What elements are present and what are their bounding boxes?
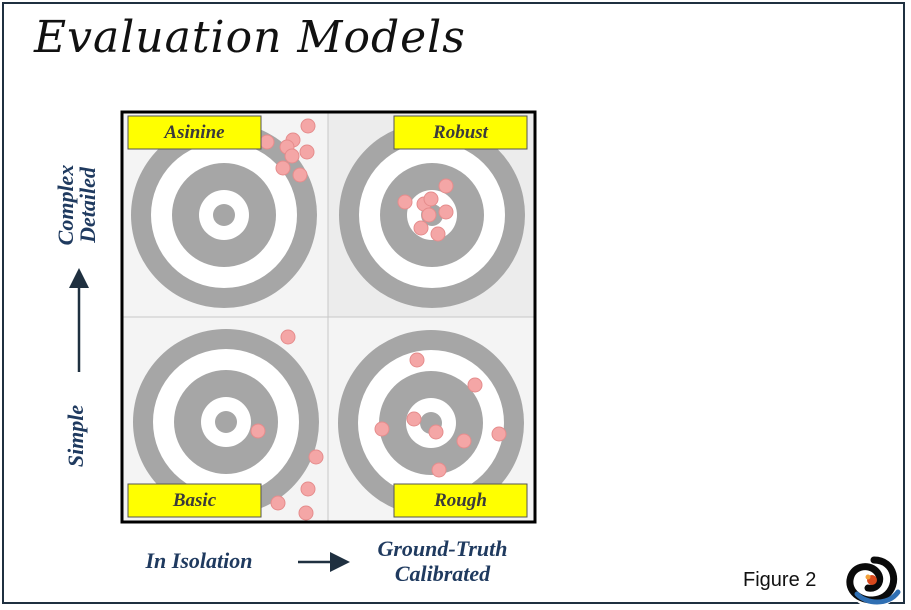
grid-border: [120, 110, 537, 524]
target-rough: [338, 330, 524, 516]
label-asinine: Asinine: [163, 122, 225, 143]
quadrant-basic: [122, 317, 328, 522]
x-axis-high-line1: Ground-Truth: [377, 536, 508, 561]
shots-robust: [397, 178, 454, 242]
target-basic: [133, 329, 324, 521]
x-axis-high-line2: Calibrated: [394, 561, 491, 586]
shots-asinine: [259, 118, 316, 183]
shots-basic: [250, 329, 324, 521]
quadrant-rough: [328, 317, 535, 522]
label-box-basic: Basic: [127, 483, 262, 518]
label-box-rough: Rough: [393, 483, 528, 518]
page-title: Evaluation Models: [34, 12, 466, 63]
target-asinine: [131, 118, 317, 308]
figure-label: Figure 2: [743, 569, 817, 591]
quadrant-grid: [120, 110, 537, 524]
label-box-asinine: Asinine: [127, 115, 262, 150]
target-robust: [339, 122, 525, 308]
x-axis-low-label: In Isolation: [145, 548, 253, 573]
shots-rough: [374, 352, 507, 478]
label-robust: Robust: [432, 122, 489, 143]
logo-swirl-icon: [846, 556, 901, 608]
label-rough: Rough: [433, 490, 487, 511]
label-box-robust: Robust: [393, 115, 528, 150]
x-axis-high-label: Ground-Truth Calibrated: [350, 536, 535, 586]
label-basic: Basic: [172, 490, 217, 511]
